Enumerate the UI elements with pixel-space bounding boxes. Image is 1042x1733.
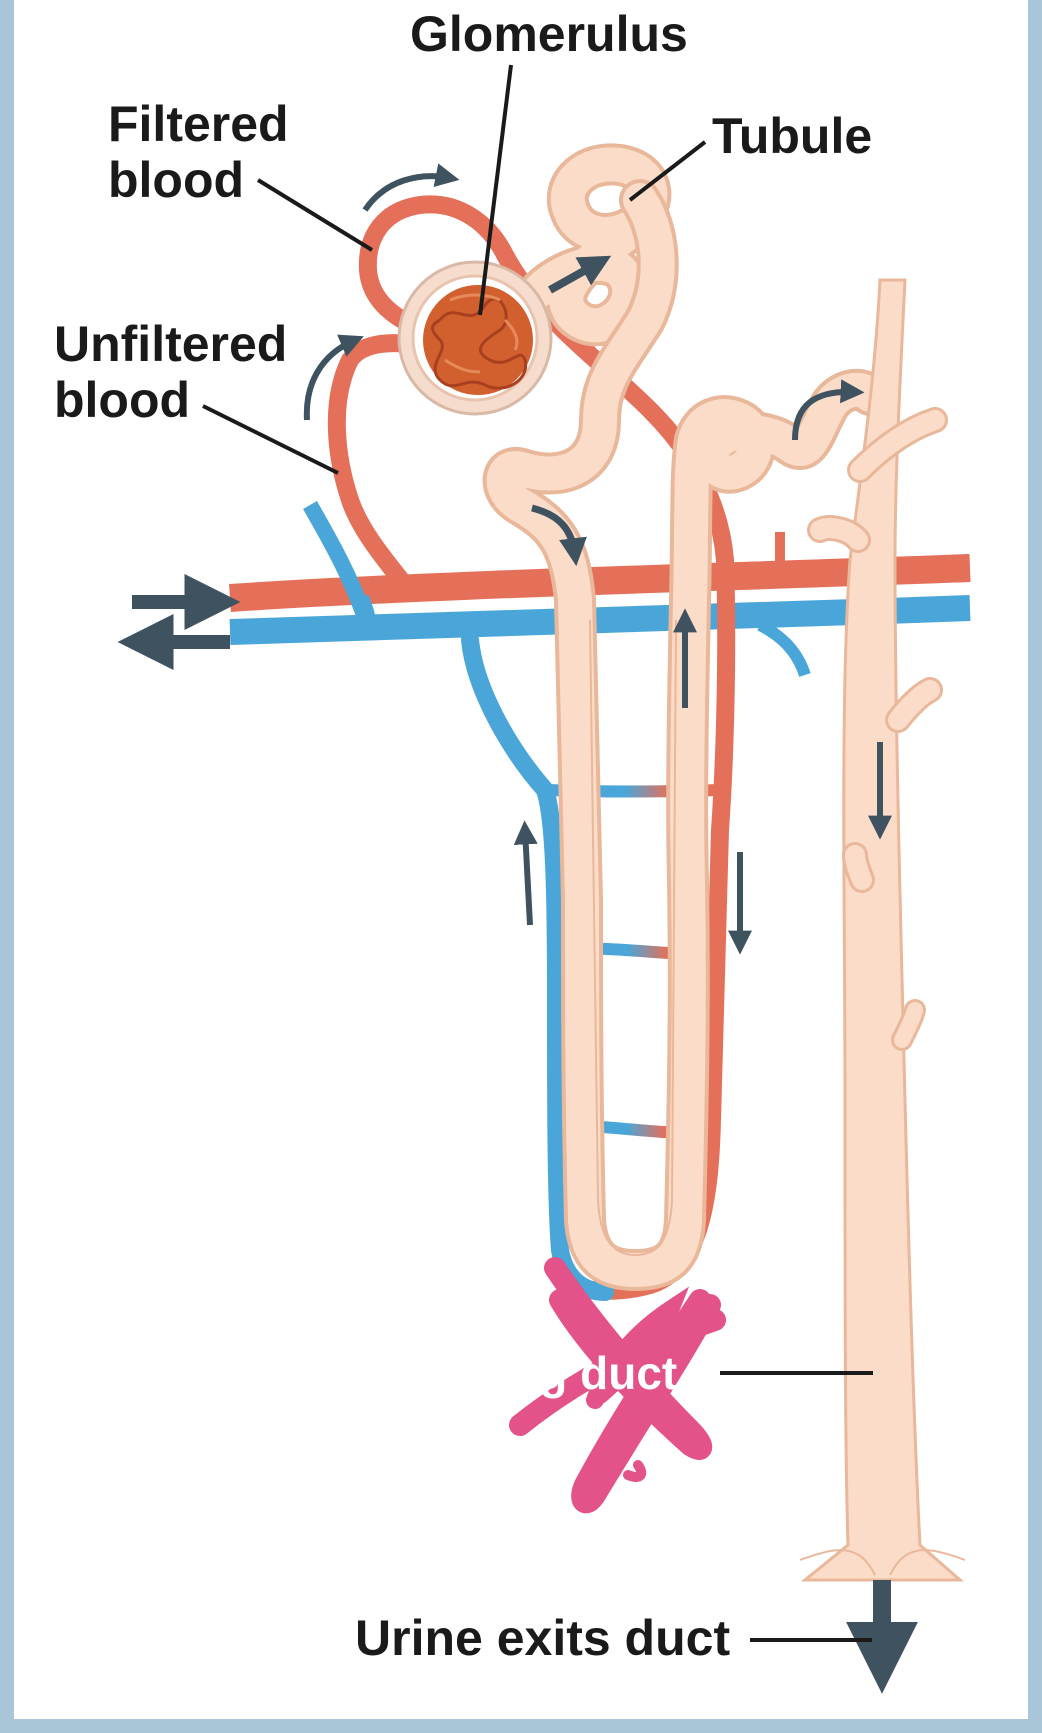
unfiltered-blood-label: Unfiltered blood — [54, 316, 288, 428]
glomerulus-label: Glomerulus — [410, 6, 688, 62]
vasa-recta-vein — [461, 631, 614, 1301]
filtered-blood-label: Filtered blood — [108, 96, 289, 208]
flow-arrows — [117, 163, 918, 1694]
tubule — [482, 143, 891, 1291]
tubule-label: Tubule — [712, 108, 873, 164]
urine-exits-duct-label: Urine exits duct — [355, 1610, 731, 1666]
collecting-duct-label: Collecting duct — [345, 1347, 678, 1399]
pink-scribble — [509, 1257, 726, 1514]
collecting-duct — [799, 278, 966, 1582]
leader-lines — [202, 64, 873, 1642]
glomerulus-capillaries — [423, 285, 533, 395]
